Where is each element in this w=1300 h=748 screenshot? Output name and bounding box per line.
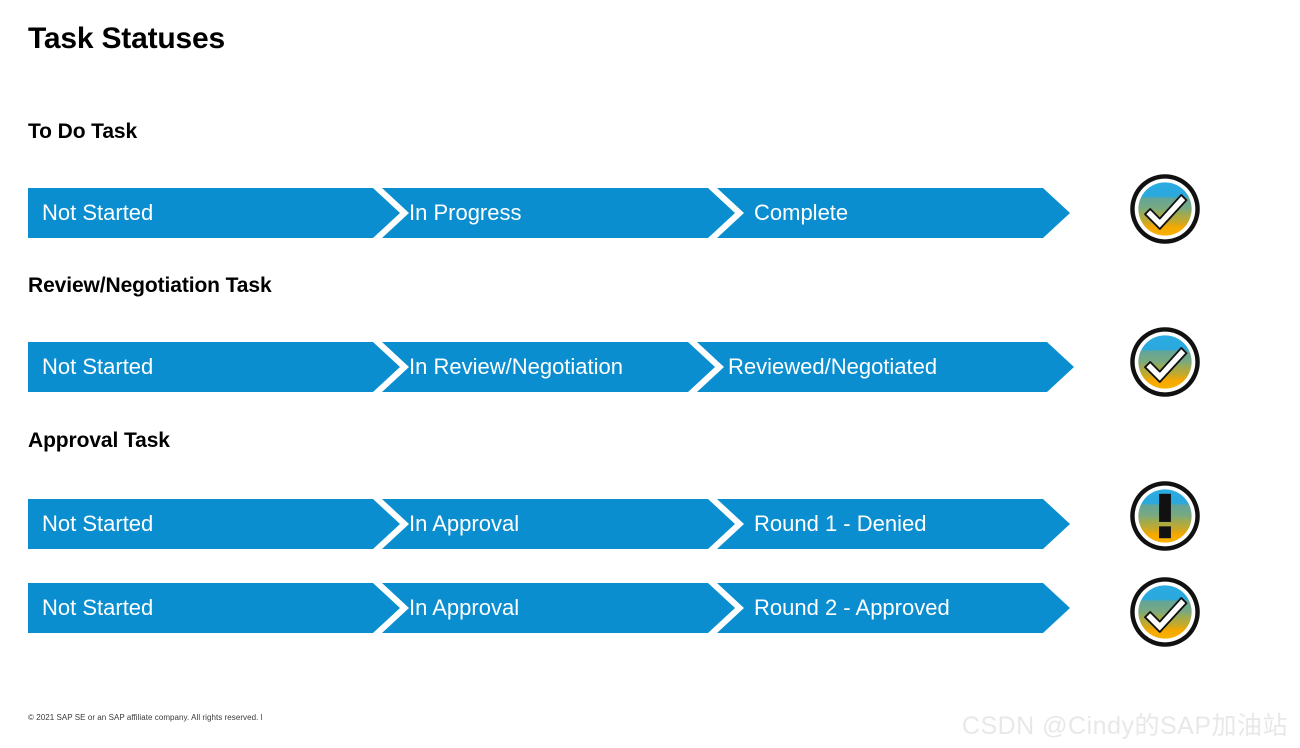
section-heading-approval-task: Approval Task <box>28 429 170 452</box>
status-flow-approval-round-2: Not Started In Approval Round 2 - Approv… <box>28 583 1070 633</box>
section-heading-review-negotiation-task: Review/Negotiation Task <box>28 274 272 297</box>
status-segment-shape-1[interactable] <box>28 188 400 238</box>
arrow-bar: Not Started In Progress Complete <box>28 188 1070 238</box>
status-segment-shape-1[interactable] <box>28 583 400 633</box>
status-segment-shape-3[interactable] <box>717 499 1070 549</box>
status-flow-to-do-task: Not Started In Progress Complete <box>28 188 1070 238</box>
exclamation-badge-icon <box>1128 479 1202 553</box>
check-badge-icon <box>1128 172 1202 246</box>
arrow-bar: Not Started In Review/Negotiation Review… <box>28 342 1074 392</box>
status-segment-shape-3[interactable] <box>717 188 1070 238</box>
status-segment-shape-2[interactable] <box>382 499 735 549</box>
status-flow-review-negotiation-task: Not Started In Review/Negotiation Review… <box>28 342 1074 392</box>
status-segment-shape-2[interactable] <box>382 342 715 392</box>
status-segment-shape-3[interactable] <box>717 583 1070 633</box>
arrow-bar: Not Started In Approval Round 2 - Approv… <box>28 583 1070 633</box>
status-segment-shape-2[interactable] <box>382 583 735 633</box>
status-segment-shape-1[interactable] <box>28 499 400 549</box>
status-segment-shape-1[interactable] <box>28 342 400 392</box>
section-heading-to-do-task: To Do Task <box>28 120 138 143</box>
status-flow-approval-round-1: Not Started In Approval Round 1 - Denied <box>28 499 1070 549</box>
status-segment-shape-2[interactable] <box>382 188 735 238</box>
status-segment-shape-3[interactable] <box>697 342 1074 392</box>
copyright-notice: © 2021 SAP SE or an SAP affiliate compan… <box>28 713 263 722</box>
check-badge-icon <box>1128 575 1202 649</box>
arrow-bar: Not Started In Approval Round 1 - Denied <box>28 499 1070 549</box>
watermark-text: CSDN @Cindy的SAP加油站 <box>961 712 1288 740</box>
check-badge-icon <box>1128 325 1202 399</box>
page-title: Task Statuses <box>28 22 225 55</box>
